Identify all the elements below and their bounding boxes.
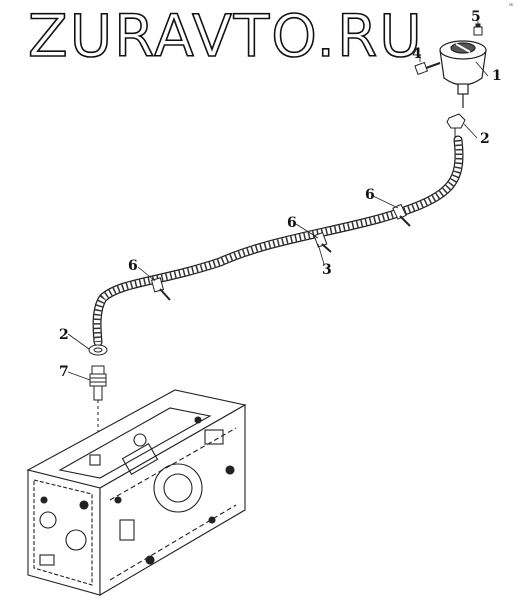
callout-4: 4 xyxy=(412,46,422,62)
flexible-cable-part-3 xyxy=(92,135,464,347)
nut-part-2-bottom xyxy=(88,344,108,356)
callout-2-bottom: 2 xyxy=(59,327,69,343)
callout-5: 5 xyxy=(471,9,481,25)
gearbox-housing xyxy=(26,389,247,596)
clamp-part-6-middle xyxy=(313,232,332,253)
sensor-head-part-1 xyxy=(439,40,487,108)
callout-6-left: 6 xyxy=(128,258,138,274)
clamp-part-6-right xyxy=(392,203,411,227)
corner-mark: ꟹ xyxy=(509,2,514,10)
callout-7: 7 xyxy=(59,364,69,380)
callout-6-right: 6 xyxy=(365,187,375,203)
callout-6-middle: 6 xyxy=(287,215,297,231)
bolt-part-4 xyxy=(414,61,441,76)
leader-lines xyxy=(67,21,489,381)
callout-2-top: 2 xyxy=(480,131,490,147)
nut-part-2-top xyxy=(446,113,466,138)
clamp-part-6-left xyxy=(150,277,171,301)
callout-3: 3 xyxy=(322,262,332,278)
callout-1: 1 xyxy=(492,68,502,84)
watermark-logo: ZURAVTO.RU xyxy=(28,2,424,70)
